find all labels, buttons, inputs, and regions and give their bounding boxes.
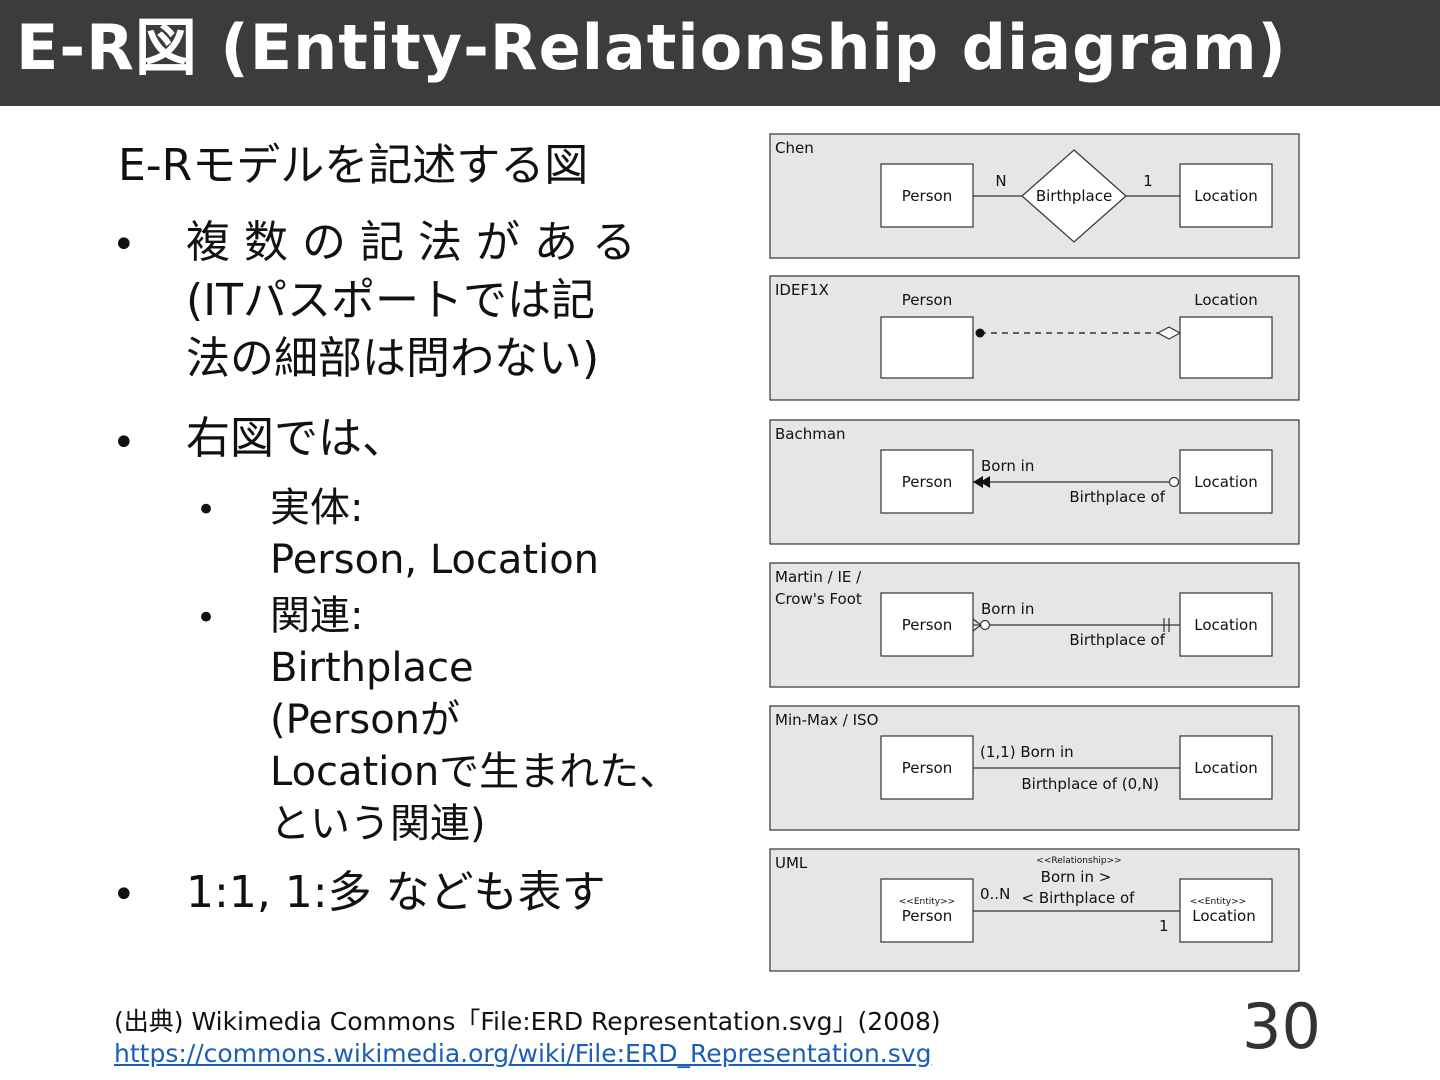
relationship-label: Birthplace xyxy=(1036,187,1112,205)
panel-uml: UML <<Entity>> Person <<Entity>> Locatio… xyxy=(769,848,1300,972)
entity-box xyxy=(880,878,974,943)
notation-label: IDEF1X xyxy=(775,281,829,299)
entity-label: Location xyxy=(1194,473,1257,491)
cardinality-label: N xyxy=(995,172,1006,190)
relationship-label: Born in xyxy=(981,600,1034,618)
entity-label: Person xyxy=(902,616,952,634)
relationship-label: Born in > xyxy=(1041,868,1112,886)
erd-notation-diagram: Chen Person Location Birthplace N 1 IDEF… xyxy=(769,133,1300,972)
sub-bullet-line: という関連) xyxy=(270,801,486,847)
sub-bullet-line: Locationで生まれた、 xyxy=(270,749,680,795)
entity-label: Location xyxy=(1192,907,1255,925)
relationship-end-diamond xyxy=(1156,326,1182,340)
entity-label: Location xyxy=(1194,759,1257,777)
sub-bullet-item: 関連: Birthplace (Personが Locationで生まれた、 と… xyxy=(270,590,679,850)
cardinality-label: 0..N xyxy=(980,885,1010,903)
slide-title: E-R図 (Entity-Relationship diagram) xyxy=(16,11,1287,84)
entity-box xyxy=(1179,592,1273,657)
entity-box xyxy=(1179,449,1273,514)
source-citation: (出典) Wikimedia Commons「File:ERD Represen… xyxy=(114,1006,941,1070)
entity-label: Person xyxy=(902,187,952,205)
entity-box xyxy=(880,316,974,379)
panel-chen: Chen Person Location Birthplace N 1 xyxy=(769,133,1300,259)
entity-label: Person xyxy=(902,759,952,777)
entity-box xyxy=(1179,316,1273,379)
bullet-dot: • xyxy=(112,420,136,466)
entity-box xyxy=(880,592,974,657)
entity-label: Location xyxy=(1194,187,1257,205)
bullet-line: 複 数 の 記 法 が あ る xyxy=(186,217,636,268)
bullet-item: 複 数 の 記 法 が あ る (ITパスポートでは記 法の細部は問わない) xyxy=(186,214,636,388)
arrow-head xyxy=(973,476,983,488)
sub-bullet-item: 実体: Person, Location xyxy=(270,482,599,586)
relationship-end-dot xyxy=(975,328,985,338)
relationship-label: Birthplace of xyxy=(1069,631,1165,649)
page-number: 30 xyxy=(1242,990,1321,1063)
sub-bullet-dot: • xyxy=(196,490,217,530)
sub-bullet-line: Birthplace xyxy=(270,645,474,691)
entity-label: Person xyxy=(902,291,952,309)
sub-bullet-dot: • xyxy=(196,598,217,638)
sub-bullet-line: 関連: xyxy=(270,593,364,639)
relationship-label: Birthplace of (0,N) xyxy=(1021,775,1159,793)
crows-foot-mark xyxy=(972,624,982,632)
bullet-line: 法の細部は問わない) xyxy=(186,333,600,384)
entity-box xyxy=(1179,163,1273,228)
source-link[interactable]: https://commons.wikimedia.org/wiki/File:… xyxy=(114,1039,932,1068)
bullet-line: 1:1, 1:多 なども表す xyxy=(186,867,606,918)
sub-bullet-line: Person, Location xyxy=(270,537,600,583)
crows-foot-mark xyxy=(972,618,982,626)
entity-label: Location xyxy=(1194,616,1257,634)
notation-label: Bachman xyxy=(775,425,846,443)
relationship-diamond xyxy=(1021,149,1127,243)
relationship-end-circle xyxy=(1168,476,1180,488)
stereotype-label: <<Entity>> xyxy=(899,897,955,907)
notation-label: Chen xyxy=(775,139,814,157)
notation-label: Martin / IE / xyxy=(775,568,862,586)
relationship-label: < Birthplace of xyxy=(1022,889,1136,907)
relationship-label: (1,1) Born in xyxy=(980,743,1074,761)
notation-label: Min-Max / ISO xyxy=(775,711,878,729)
stereotype-label: <<Relationship>> xyxy=(1036,856,1121,866)
relationship-label: Born in xyxy=(981,457,1034,475)
entity-box xyxy=(1179,878,1273,943)
sub-bullet-line: 実体: xyxy=(270,485,364,531)
panel-min-max-iso: Min-Max / ISO Person Location (1,1) Born… xyxy=(769,705,1300,831)
entity-label: Location xyxy=(1194,291,1257,309)
cardinality-label: 1 xyxy=(1143,172,1153,190)
entity-box xyxy=(880,163,974,228)
source-text: (出典) Wikimedia Commons「File:ERD Represen… xyxy=(114,1007,941,1036)
bullet-item: 右図では、 xyxy=(186,410,406,468)
bullet-dot: • xyxy=(112,222,136,268)
notation-label: UML xyxy=(775,854,808,872)
panel-bachman: Bachman Person Location Born in Birthpla… xyxy=(769,419,1300,545)
bullet-line: 右図では、 xyxy=(186,413,406,464)
bullet-line: (ITパスポートでは記 xyxy=(186,275,596,326)
bullet-dot: • xyxy=(112,872,136,918)
sub-bullet-line: (Personが xyxy=(270,697,461,743)
title-bar: E-R図 (Entity-Relationship diagram) xyxy=(0,0,1440,106)
notation-label: Crow's Foot xyxy=(775,590,862,608)
relationship-end-circle xyxy=(979,619,991,631)
bullet-item: 1:1, 1:多 なども表す xyxy=(186,864,606,922)
panel-crows-foot: Martin / IE / Crow's Foot Person Locatio… xyxy=(769,562,1300,688)
lead-text: E-Rモデルを記述する図 xyxy=(118,140,589,191)
entity-box xyxy=(880,449,974,514)
panel-idef1x: IDEF1X Person Location xyxy=(769,275,1300,401)
entity-label: Person xyxy=(902,473,952,491)
arrow-head xyxy=(980,476,990,488)
entity-label: Person xyxy=(902,907,952,925)
relationship-label: Birthplace of xyxy=(1069,488,1165,506)
cardinality-label: 1 xyxy=(1159,917,1169,935)
stereotype-label: <<Entity>> xyxy=(1190,897,1246,907)
entity-box xyxy=(1179,735,1273,800)
